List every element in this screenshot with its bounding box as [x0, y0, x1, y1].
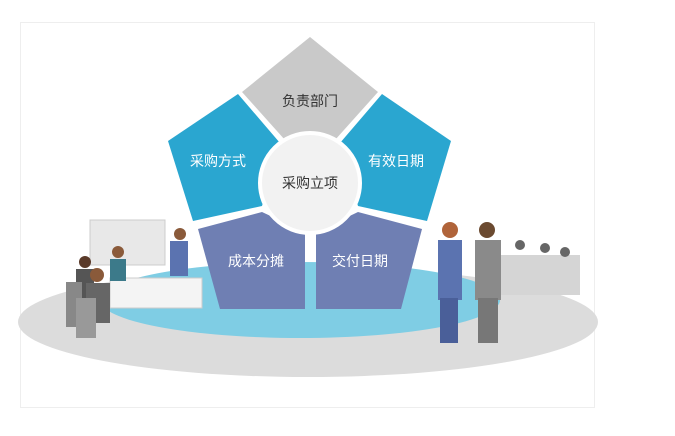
label-purchase-method: 采购方式	[190, 154, 246, 170]
segment-responsible-dept	[242, 37, 378, 140]
label-center: 采购立项	[282, 176, 338, 192]
segment-valid-date	[340, 94, 451, 221]
segment-cost-allocation	[198, 212, 305, 309]
segment-purchase-method	[168, 94, 280, 221]
label-delivery-date: 交付日期	[332, 253, 388, 270]
meeting-scene-left	[66, 219, 203, 338]
label-cost-allocation: 成本分摊	[228, 254, 284, 270]
center-circle	[258, 131, 362, 235]
business-handshake-scene	[438, 222, 580, 343]
segment-delivery-date	[316, 212, 422, 309]
pentagon	[168, 37, 451, 309]
label-responsible-dept: 负责部门	[282, 94, 338, 110]
illustration-frame	[20, 22, 595, 408]
label-valid-date: 有效日期	[368, 154, 424, 170]
